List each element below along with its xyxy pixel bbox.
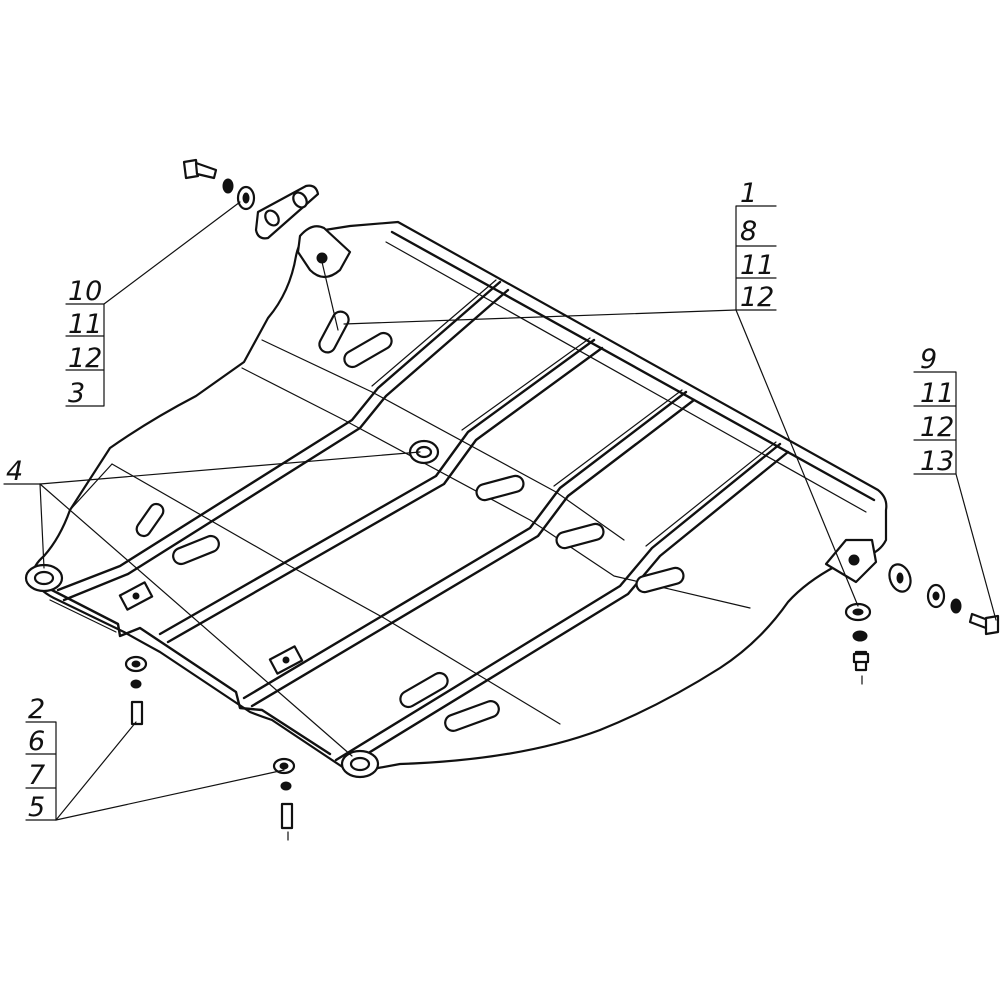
callout-label: 6	[28, 726, 45, 757]
nut-plate	[118, 581, 304, 675]
plate-ribs	[56, 279, 790, 770]
right-bottom-bolt	[844, 602, 872, 685]
right-fasteners	[888, 563, 1000, 636]
callout-label: 1	[740, 178, 757, 209]
callout-top-right: 1 8 11 12	[740, 178, 774, 313]
leader-lines	[3, 201, 997, 821]
callout-top-left: 10 11 12 3	[68, 276, 102, 409]
callout-label: 12	[740, 282, 774, 313]
callout-label: 10	[68, 276, 102, 307]
ventilation-slots	[135, 310, 685, 732]
callout-label: 5	[28, 792, 45, 823]
callout-label: 7	[28, 760, 45, 791]
callout-label: 9	[920, 344, 937, 375]
callout-right: 9 11 12 13	[920, 344, 954, 477]
callout-bottom-left: 2 6 7 5	[28, 694, 45, 823]
callout-label: 8	[740, 216, 757, 247]
plate-outline	[32, 220, 888, 774]
callout-label: 12	[68, 343, 102, 374]
callout-left: 4	[6, 456, 23, 487]
callout-label: 13	[920, 446, 954, 477]
callout-label: 4	[6, 456, 23, 487]
skid-plate	[24, 220, 888, 779]
callout-label: 11	[68, 309, 102, 340]
top-left-fasteners	[182, 158, 320, 240]
bottom-bolts	[124, 655, 296, 841]
mounting-hole	[24, 439, 440, 779]
callout-label: 11	[920, 378, 954, 409]
callout-label: 3	[68, 378, 85, 409]
callout-label: 11	[740, 250, 774, 281]
callout-label: 12	[920, 412, 954, 443]
callout-label: 2	[28, 694, 45, 725]
